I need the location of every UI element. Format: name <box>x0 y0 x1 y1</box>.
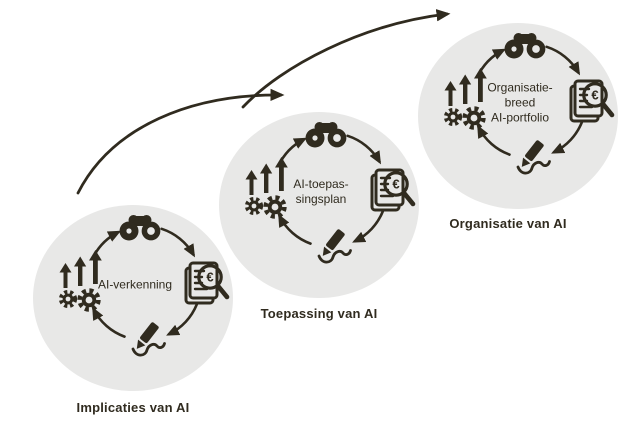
stage-caption-organisatie: Organisatie van AI <box>449 216 567 231</box>
label-line: singsplan <box>295 192 347 206</box>
stage-center-label: Organisatie- breed AI-portfolio <box>487 81 552 126</box>
stage-center-label: AI-toepas- singsplan <box>293 177 348 207</box>
label-line: Organisatie- <box>487 80 553 95</box>
stage-caption-implicaties: Implicaties van AI <box>76 400 190 415</box>
label-line: AI-toepas- <box>293 177 349 191</box>
label-line: breed <box>504 95 536 110</box>
stage-center-label: AI-verkenning <box>98 278 172 293</box>
label-line: AI-verkenning <box>97 277 173 292</box>
flow-arrow-stage2-to-stage3 <box>241 9 451 109</box>
label-line: AI-portfolio <box>490 110 550 125</box>
stage-implicaties-van-ai: AI-verkenning <box>33 205 233 391</box>
stage-caption-toepassing: Toepassing van AI <box>260 306 378 321</box>
cycle-graphic <box>33 205 233 391</box>
stage-toepassing-van-ai: AI-toepas- singsplan <box>219 112 419 298</box>
stage-organisatie-van-ai: Organisatie- breed AI-portfolio <box>418 23 618 209</box>
